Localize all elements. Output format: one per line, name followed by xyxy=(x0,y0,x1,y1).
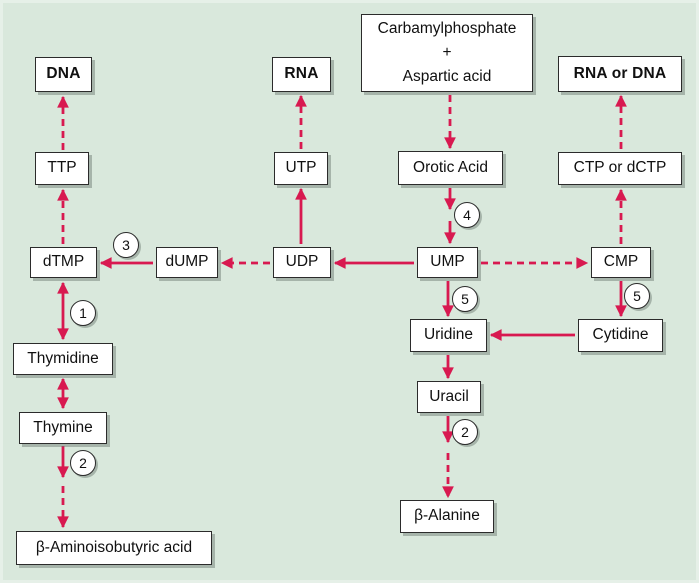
node-cmp: CMP xyxy=(591,247,651,278)
node-ctp-or-dctp: CTP or dCTP xyxy=(558,152,682,185)
node-thymidine: Thymidine xyxy=(13,343,113,375)
node-uracil: Uracil xyxy=(417,381,481,413)
step-circle-1: 1 xyxy=(70,300,96,326)
node-thymine: Thymine xyxy=(19,412,107,444)
carbamyl-line1: Carbamylphosphate xyxy=(377,19,517,37)
node-ttp: TTP xyxy=(35,152,89,185)
node-beta-alanine: β-Alanine xyxy=(400,500,494,533)
node-dtmp: dTMP xyxy=(30,247,97,278)
step-circle-5-mid: 5 xyxy=(452,286,478,312)
node-uridine: Uridine xyxy=(410,319,487,352)
node-rna-or-dna: RNA or DNA xyxy=(558,56,682,92)
node-orotic-acid: Orotic Acid xyxy=(398,151,503,185)
node-utp: UTP xyxy=(274,152,328,185)
node-ump: UMP xyxy=(417,247,478,278)
node-udp: UDP xyxy=(273,247,331,278)
step-circle-3: 3 xyxy=(113,232,139,258)
carbamyl-line2: + xyxy=(442,43,452,61)
node-cytidine: Cytidine xyxy=(578,319,663,352)
node-carbamylphosphate-aspartic-acid: Carbamylphosphate + Aspartic acid xyxy=(361,14,533,92)
carbamyl-line3: Aspartic acid xyxy=(402,68,492,85)
step-circle-2-mid: 2 xyxy=(452,419,478,445)
step-circle-2-left: 2 xyxy=(70,450,96,476)
step-circle-4: 4 xyxy=(454,202,480,228)
step-circle-5-right: 5 xyxy=(624,283,650,309)
node-dump: dUMP xyxy=(156,247,218,278)
node-beta-aminoisobutyric-acid: β-Aminoisobutyric acid xyxy=(16,531,212,565)
node-dna: DNA xyxy=(35,57,92,92)
node-rna: RNA xyxy=(272,57,331,92)
